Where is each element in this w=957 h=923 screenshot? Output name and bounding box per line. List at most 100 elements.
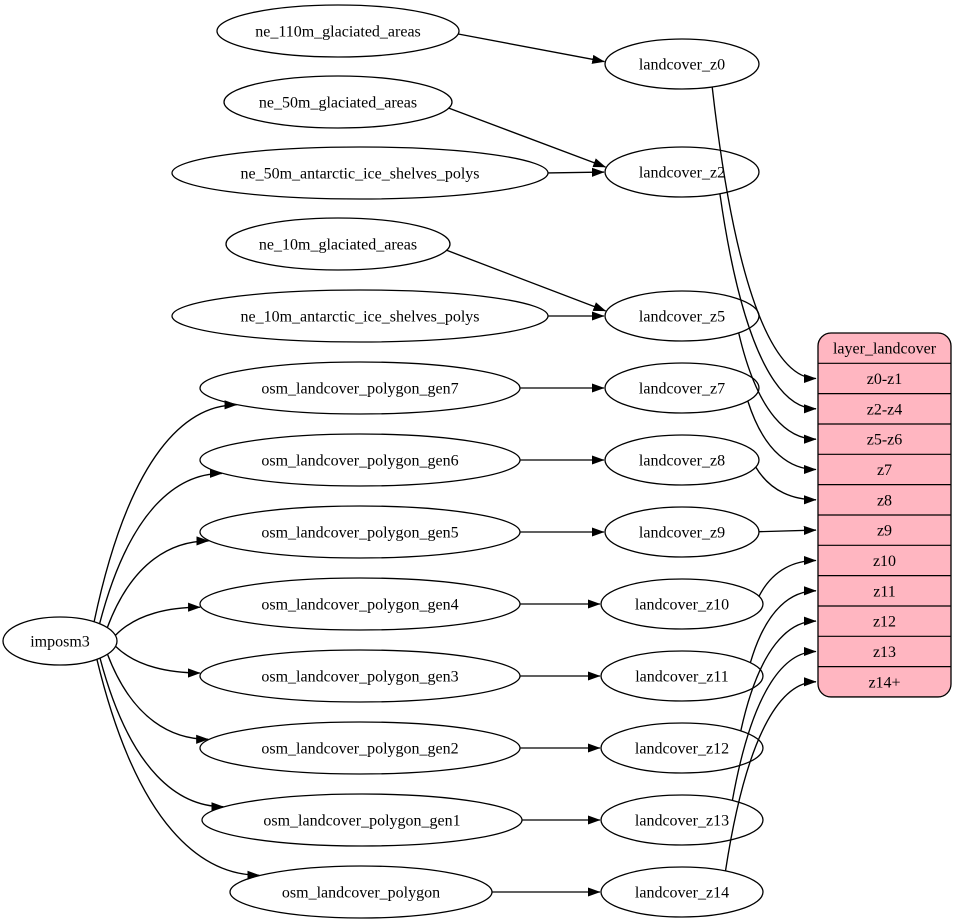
node-landcover_z12: landcover_z12 <box>600 722 764 774</box>
node-osm_landcover_polygon_gen1: osm_landcover_polygon_gen1 <box>201 793 523 847</box>
record-row-z11: z11 <box>873 583 896 600</box>
node-ellipse-landcover_z10 <box>600 578 764 630</box>
node-label-osm_landcover_polygon_gen3: osm_landcover_polygon_gen3 <box>261 669 458 686</box>
record-row-z5-z6: z5-z6 <box>867 432 903 449</box>
record-row-z0-z1: z0-z1 <box>867 371 903 388</box>
record-row-z9: z9 <box>877 523 892 540</box>
edge-imposm3-to-osm_landcover_polygon_gen1 <box>99 657 224 812</box>
node-ne_10m_antarctic_ice_shelves_polys: ne_10m_antarctic_ice_shelves_polys <box>171 289 549 343</box>
node-label-osm_landcover_polygon_gen6: osm_landcover_polygon_gen6 <box>261 453 458 470</box>
edge-imposm3-to-osm_landcover_polygon_gen5 <box>106 536 210 628</box>
record-layer_landcover: layer_landcover z0-z1 z2-z4 z5-z6 z7 z8 z9 z10 z… <box>817 332 952 698</box>
node-landcover_z0: landcover_z0 <box>604 38 760 90</box>
node-landcover_z13: landcover_z13 <box>600 794 764 846</box>
node-osm_landcover_polygon_gen3: osm_landcover_polygon_gen3 <box>199 649 521 703</box>
node-osm_landcover_polygon: osm_landcover_polygon <box>229 865 493 919</box>
node-landcover_z9: landcover_z9 <box>604 506 760 558</box>
record-row-z13: z13 <box>873 644 896 661</box>
edge-imposm3-to-osm_landcover_polygon_gen3 <box>115 645 201 678</box>
node-ne_110m_glaciated_areas: ne_110m_glaciated_areas <box>216 4 460 58</box>
node-osm_landcover_polygon_gen7: osm_landcover_polygon_gen7 <box>199 361 521 415</box>
node-ellipse-landcover_z11 <box>600 650 764 702</box>
edge-ne_50m_glaciated_areas-to-landcover_z2 <box>448 107 607 168</box>
node-ellipse-landcover_z12 <box>600 722 764 774</box>
node-label-ne_10m_glaciated_areas: ne_10m_glaciated_areas <box>259 237 417 254</box>
record-title: layer_landcover <box>833 341 937 358</box>
edge-landcover_z7-to-layer_landcover-z7 <box>747 400 817 475</box>
node-osm_landcover_polygon_gen5: osm_landcover_polygon_gen5 <box>199 505 521 559</box>
node-label-landcover_z13: landcover_z13 <box>635 813 729 830</box>
node-label-landcover_z8: landcover_z8 <box>639 453 725 470</box>
node-label-landcover_z7: landcover_z7 <box>639 381 725 398</box>
edge-imposm3-to-osm_landcover_polygon <box>96 659 260 880</box>
node-label-osm_landcover_polygon: osm_landcover_polygon <box>282 885 440 902</box>
edge-landcover_z5-to-layer_landcover-z5-z6 <box>738 332 817 444</box>
edge-ne_10m_glaciated_areas-to-landcover_z5 <box>446 249 607 312</box>
edge-landcover_z2-to-layer_landcover-z2-z4 <box>719 193 817 414</box>
node-label-landcover_z9: landcover_z9 <box>639 525 725 542</box>
edge-landcover_z11-to-layer_landcover-z11 <box>749 586 817 663</box>
node-label-ne_110m_glaciated_areas: ne_110m_glaciated_areas <box>255 24 421 41</box>
node-ellipse-landcover_z9 <box>604 506 760 558</box>
node-ellipse-ne_10m_glaciated_areas <box>225 217 451 271</box>
edge-ne_110m_glaciated_areas-to-landcover_z0 <box>458 33 605 64</box>
node-landcover_z14: landcover_z14 <box>600 866 764 918</box>
edge-landcover_z8-to-layer_landcover-z8 <box>755 466 817 505</box>
edge-imposm3-to-osm_landcover_polygon_gen4 <box>114 602 201 636</box>
edge-landcover_z9-to-layer_landcover-z9 <box>758 525 817 536</box>
node-ellipse-landcover_z13 <box>600 794 764 846</box>
node-ellipse-ne_50m_glaciated_areas <box>223 75 453 129</box>
edge-imposm3-to-osm_landcover_polygon_gen7 <box>93 400 238 622</box>
node-osm_landcover_polygon_gen4: osm_landcover_polygon_gen4 <box>199 577 521 631</box>
node-landcover_z8: landcover_z8 <box>604 434 760 486</box>
node-label-landcover_z12: landcover_z12 <box>635 741 729 758</box>
node-osm_landcover_polygon_gen6: osm_landcover_polygon_gen6 <box>199 433 521 487</box>
node-landcover_z11: landcover_z11 <box>600 650 764 702</box>
node-ellipse-landcover_z0 <box>604 38 760 90</box>
node-ne_50m_antarctic_ice_shelves_polys: ne_50m_antarctic_ice_shelves_polys <box>171 146 549 200</box>
record-row-z2-z4: z2-z4 <box>867 401 903 418</box>
record-row-z8: z8 <box>877 492 892 509</box>
node-label-landcover_z10: landcover_z10 <box>635 597 729 614</box>
node-ellipse-landcover_z14 <box>600 866 764 918</box>
node-label-landcover_z0: landcover_z0 <box>639 57 725 74</box>
record-row-z12: z12 <box>873 614 896 631</box>
node-label-landcover_z5: landcover_z5 <box>639 309 725 326</box>
node-label-osm_landcover_polygon_gen4: osm_landcover_polygon_gen4 <box>261 597 458 614</box>
edge-imposm3-to-osm_landcover_polygon_gen6 <box>98 468 223 624</box>
node-ellipse-ne_110m_glaciated_areas <box>216 4 460 58</box>
node-label-landcover_z14: landcover_z14 <box>635 885 729 902</box>
edge-landcover_z13-to-layer_landcover-z13 <box>731 646 817 801</box>
record-row-z7: z7 <box>877 462 892 479</box>
node-ellipse-landcover_z8 <box>604 434 760 486</box>
node-landcover_z2: landcover_z2 <box>604 146 760 198</box>
node-label-imposm3: imposm3 <box>30 634 90 651</box>
node-label-osm_landcover_polygon_gen2: osm_landcover_polygon_gen2 <box>261 741 458 758</box>
node-label-landcover_z11: landcover_z11 <box>635 669 729 686</box>
edge-ne_50m_antarctic_ice_shelves_polys-to-landcover_z2 <box>547 167 605 177</box>
node-ellipse-landcover_z7 <box>604 362 760 414</box>
node-label-ne_50m_antarctic_ice_shelves_polys: ne_50m_antarctic_ice_shelves_polys <box>240 166 479 183</box>
node-ellipse-landcover_z2 <box>604 146 760 198</box>
node-ne_50m_glaciated_areas: ne_50m_glaciated_areas <box>223 75 453 129</box>
node-label-ne_10m_antarctic_ice_shelves_polys: ne_10m_antarctic_ice_shelves_polys <box>240 309 479 326</box>
node-label-osm_landcover_polygon_gen5: osm_landcover_polygon_gen5 <box>261 525 458 542</box>
node-imposm3: imposm3 <box>2 616 118 666</box>
node-label-landcover_z2: landcover_z2 <box>639 165 725 182</box>
node-label-ne_50m_glaciated_areas: ne_50m_glaciated_areas <box>259 95 417 112</box>
edge-landcover_z10-to-layer_landcover-z10 <box>758 555 817 597</box>
node-landcover_z7: landcover_z7 <box>604 362 760 414</box>
node-osm_landcover_polygon_gen2: osm_landcover_polygon_gen2 <box>199 721 521 775</box>
edge-landcover_z0-to-layer_landcover-z0-z1 <box>711 86 817 384</box>
node-ne_10m_glaciated_areas: ne_10m_glaciated_areas <box>225 217 451 271</box>
record-row-z14+: z14+ <box>868 674 900 691</box>
node-label-osm_landcover_polygon_gen7: osm_landcover_polygon_gen7 <box>261 381 458 398</box>
node-landcover_z5: landcover_z5 <box>604 290 760 342</box>
node-label-osm_landcover_polygon_gen1: osm_landcover_polygon_gen1 <box>263 813 460 830</box>
node-ellipse-ne_50m_antarctic_ice_shelves_polys <box>171 146 549 200</box>
edge-imposm3-to-osm_landcover_polygon_gen2 <box>106 654 209 744</box>
edge-landcover_z12-to-layer_landcover-z12 <box>740 616 817 731</box>
record-row-z10: z10 <box>873 553 896 570</box>
